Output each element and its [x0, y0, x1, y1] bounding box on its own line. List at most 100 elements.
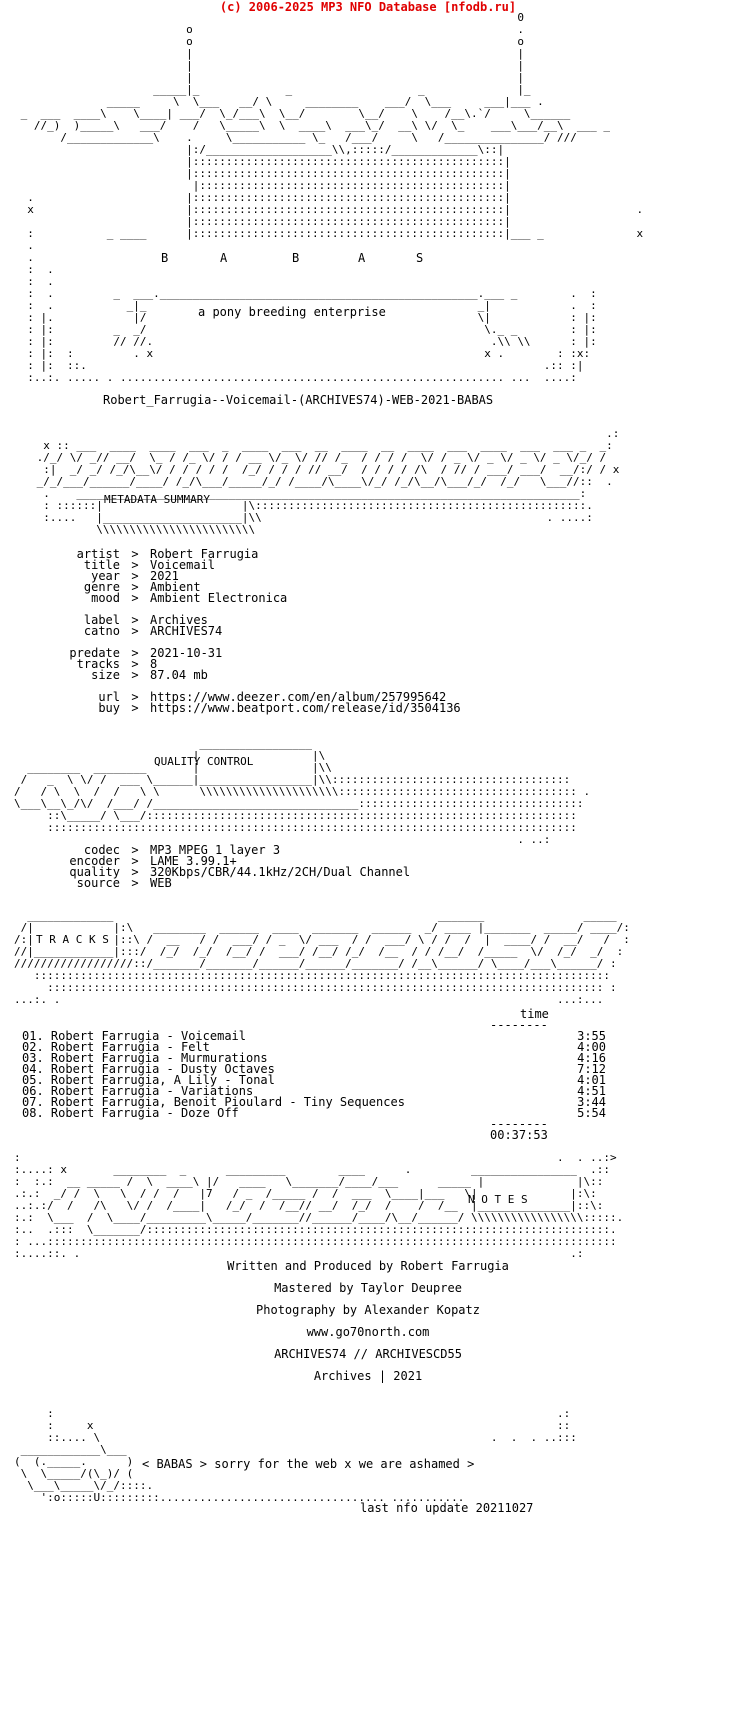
babas-logo-art: 0 o . o o |: [20, 11, 644, 384]
track-title: Robert Farrugia - Murmurations: [50, 1051, 268, 1065]
meta-value: 2021: [150, 569, 179, 583]
meta-sep: >: [131, 591, 139, 605]
track-row: 01. Robert Farrugia - Voicemail 3:55: [22, 1030, 606, 1042]
meta-row-mood: mood>Ambient Electronica: [30, 592, 287, 604]
quality-value: LAME 3.99.1+: [150, 854, 237, 868]
meta-sep: >: [131, 624, 139, 638]
notes-line[interactable]: www.go70north.com: [306, 1325, 430, 1339]
track-row: 06. Robert Farrugia - Variations 4:51: [22, 1085, 606, 1097]
meta-row-genre: genre > Ambient: [30, 581, 201, 593]
meta-key: url: [98, 690, 120, 704]
meta-sep: >: [131, 646, 139, 660]
logo-letter-b1: B: [161, 251, 169, 265]
track-number: 06.: [22, 1084, 44, 1098]
meta-key: tracks: [76, 657, 120, 671]
track-time: 7:12: [577, 1062, 606, 1076]
quality-key: quality: [69, 865, 120, 879]
notes-header-art: : . . ..:> :....: x ________ _ _________…: [14, 1151, 624, 1260]
meta-value: 87.04 mb: [150, 668, 208, 682]
meta-value-link[interactable]: https://www.deezer.com/en/album/25799564…: [150, 690, 447, 704]
meta-key: predate: [69, 646, 120, 660]
meta-key: mood: [91, 591, 120, 605]
track-number: 01.: [22, 1029, 44, 1043]
quality-row-codec: codec>MP3 MPEG 1 layer 3: [30, 844, 280, 856]
quality-value: MP3 MPEG 1 layer 3: [150, 843, 281, 857]
track-number: 04.: [22, 1062, 44, 1076]
track-time: 3:55: [577, 1029, 606, 1043]
meta-value: ARCHIVES74: [150, 624, 223, 638]
release-name: Robert_Farrugia--Voicemail-(ARCHIVES74)-…: [103, 393, 494, 407]
meta-sep: >: [131, 558, 139, 572]
meta-key: size: [91, 668, 120, 682]
nfo-database-header: (c) 2006-2025 MP3 NFO Database [nfodb.ru…: [219, 0, 517, 14]
meta-sep: >: [131, 701, 139, 715]
quality-control-title: QUALITY CONTROL: [154, 755, 254, 768]
track-time: 4:00: [577, 1040, 606, 1054]
logo-letter-a1: A: [220, 251, 228, 265]
meta-row-artist: artist>Robert Farrugia: [30, 547, 259, 561]
metadata-summary-title: METADATA SUMMARY: [104, 493, 210, 506]
notes-line: ARCHIVES74 // ARCHIVESCD55: [274, 1347, 462, 1361]
notes-line: Written and Produced by Robert Farrugia: [227, 1259, 509, 1273]
logo-letter-a2: A: [358, 251, 366, 265]
quality-sep: >: [131, 865, 139, 879]
notes-line: Mastered by Taylor Deupree: [274, 1281, 462, 1295]
notes-line: Archives | 2021: [313, 1369, 423, 1383]
track-number: 02.: [22, 1040, 44, 1054]
meta-sep: >: [131, 668, 139, 682]
tracklist-total-time: 00:37:53: [490, 1128, 548, 1142]
track-number: 08.: [22, 1106, 44, 1120]
meta-row-catno: catno>ARCHIVES74: [30, 625, 222, 637]
quality-key: encoder: [69, 854, 120, 868]
meta-sep: >: [131, 657, 139, 671]
logo-letter-b2: B: [292, 251, 300, 265]
meta-key: title: [83, 558, 120, 572]
meta-row-label: label>Archives: [30, 614, 208, 626]
meta-sep: >: [131, 690, 139, 704]
track-title: Robert Farrugia - Variations: [50, 1084, 254, 1098]
meta-row-title: title > Voicemail: [30, 559, 215, 571]
meta-value: 8: [150, 657, 158, 671]
tracks-title: T R A C K S: [36, 933, 109, 946]
meta-value: Robert Farrugia: [150, 547, 259, 561]
logo-letter-s: S: [416, 251, 424, 265]
track-title: Robert Farrugia - Felt: [50, 1040, 210, 1054]
meta-value-link[interactable]: https://www.beatport.com/release/id/3504…: [150, 701, 461, 715]
track-row: 07. Robert Farrugia, Benoit Pioulard - T…: [22, 1096, 606, 1108]
track-number: 07.: [22, 1095, 44, 1109]
meta-value: 2021-10-31: [150, 646, 223, 660]
meta-key: genre: [83, 580, 120, 594]
footer-message: < BABAS > sorry for the web x we are ash…: [142, 1457, 475, 1471]
track-row: 03. Robert Farrugia - Murmurations 4:16: [22, 1052, 606, 1064]
quality-key: codec: [83, 843, 120, 857]
quality-row-encoder: encoder>LAME 3.99.1+: [30, 854, 237, 868]
meta-value: Voicemail: [150, 558, 216, 572]
track-number: 03.: [22, 1051, 44, 1065]
quality-value: 320Kbps/CBR/44.1kHz/2CH/Dual Channel: [150, 865, 411, 879]
meta-sep: >: [131, 569, 139, 583]
track-row: 02. Robert Farrugia - Felt 4:00: [22, 1041, 606, 1053]
quality-row-quality: quality >320Kbps/CBR/44.1kHz/2CH/Dual Cha…: [30, 866, 410, 878]
track-title: Robert Farrugia, A Lily - Tonal: [50, 1073, 275, 1087]
meta-sep: >: [131, 580, 139, 594]
track-title: Robert Farrugia - Doze Off: [50, 1106, 239, 1120]
notes-line: Photography by Alexander Kopatz: [256, 1303, 480, 1317]
meta-key: label: [83, 613, 120, 627]
meta-sep: >: [131, 547, 139, 561]
meta-row-buy: buy>https://www.beatport.com/release/id/…: [30, 701, 461, 715]
metadata-header-art: .: x :: ___ ____ ____ ___ _ ____ ___ __ …: [36, 427, 620, 536]
meta-value: Ambient: [150, 580, 201, 594]
notes-title: N O T E S: [468, 1193, 528, 1206]
track-row: 08. Robert Farrugia - Doze Off 5:54: [22, 1107, 606, 1119]
track-title: Robert Farrugia, Benoit Pioulard - Tiny …: [50, 1095, 405, 1109]
track-time: 4:01: [577, 1073, 606, 1087]
track-time: 4:51: [577, 1084, 606, 1098]
meta-row-predate: predate >2021-10-31: [30, 647, 222, 659]
logo-tagline: a pony breeding enterprise: [198, 305, 386, 319]
track-time: 4:16: [577, 1051, 606, 1065]
track-time: 5:54: [577, 1106, 606, 1120]
meta-sep: >: [131, 613, 139, 627]
quality-sep: >: [131, 876, 139, 890]
quality-value: WEB: [150, 876, 172, 890]
track-title: Robert Farrugia - Voicemail: [50, 1029, 246, 1043]
